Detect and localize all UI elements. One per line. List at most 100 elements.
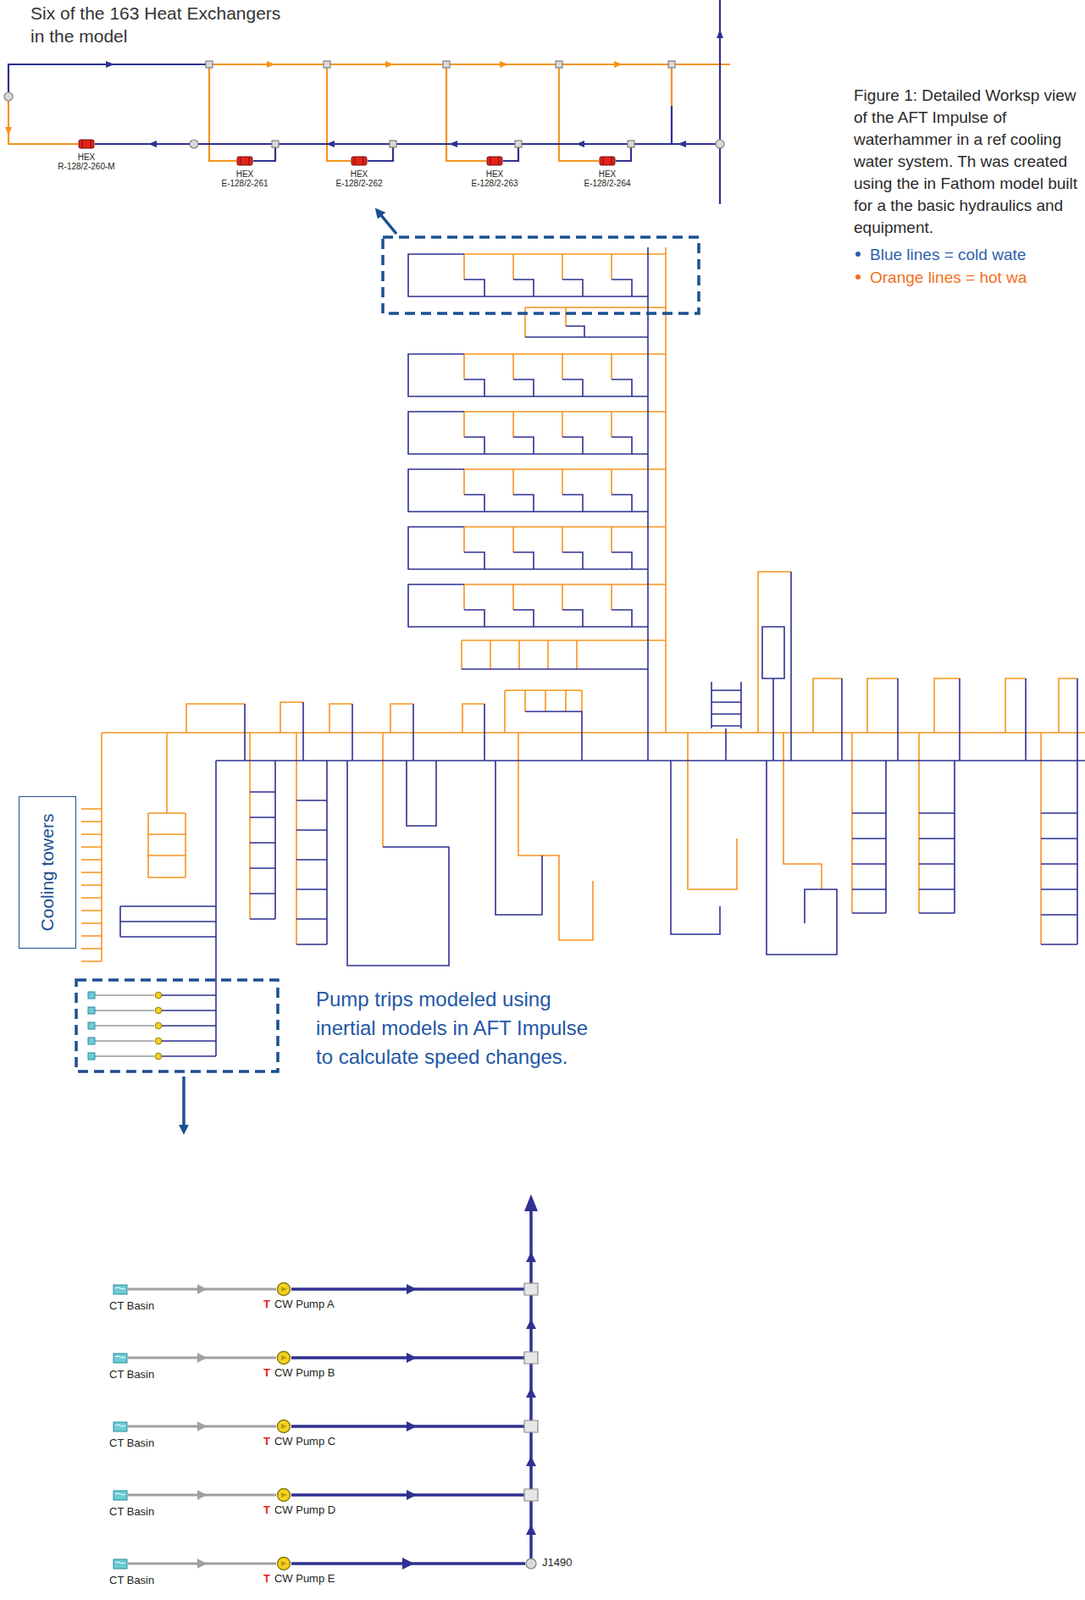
basin-water [115, 1424, 126, 1427]
pump-icon [276, 1555, 292, 1572]
pump-flow-arrows [524, 1194, 538, 1212]
cold-water-pipes [1040, 760, 1078, 945]
pump-casing [277, 1283, 291, 1296]
hot-water-pipes [525, 307, 666, 338]
inset-orange-pipes [8, 64, 731, 161]
hot-water-pipes [464, 584, 666, 610]
spacer [221, 166, 268, 170]
tower-basin: CT Basin [112, 1420, 128, 1433]
equipment-type: HEX [470, 169, 518, 179]
inset-junctions [323, 60, 331, 68]
legend-row: Orange lines = hot wa [855, 266, 1027, 289]
hot-water-pipes [518, 732, 593, 941]
hot-water-pipes [464, 411, 666, 438]
pump-icon [276, 1418, 292, 1434]
callout-arrows [380, 214, 397, 234]
exchanger-shell [599, 156, 615, 166]
hot-water-pipes [81, 808, 102, 962]
basin-icon [112, 1420, 128, 1433]
inset-junctions [627, 140, 635, 148]
inset-flow-arrows [5, 29, 724, 148]
cold-water-pipes [296, 760, 327, 945]
hot-water-pipes [464, 354, 666, 380]
basin-body [113, 1422, 128, 1432]
spacer [335, 166, 382, 170]
cold-water-pipes [918, 760, 955, 914]
legend-text: Orange lines = hot wa [869, 268, 1027, 287]
hot-water-pipes [664, 247, 667, 733]
equipment-tag: E-128/2-263 [470, 178, 518, 189]
mini-pumps [155, 991, 162, 999]
equipment-type: HEX [583, 169, 631, 179]
heat-exchanger: HEXE-128/2-262 [335, 155, 382, 189]
cw-pump: TCW Pump D [276, 1487, 292, 1503]
pipe-tee [524, 1420, 538, 1433]
inset-junctions [4, 92, 13, 101]
junction-icon [525, 1557, 537, 1570]
inset-junctions [514, 140, 522, 148]
mini-pumps [155, 1052, 162, 1060]
figure-caption: Figure 1: Detailed Worksp view of the AF… [853, 84, 1081, 239]
pump-flow-arrows [406, 1284, 417, 1501]
exchanger-band [603, 156, 612, 166]
cold-water-pipes [120, 247, 1085, 1057]
equipment-tag: R-128/2-260-M [57, 161, 115, 172]
node-label: TCW Pump E [263, 1572, 335, 1585]
cw-pump: TCW Pump E [276, 1555, 292, 1572]
exchanger-icon [236, 155, 254, 167]
cw-pump: TCW Pump A [276, 1281, 292, 1297]
basin-body [113, 1353, 128, 1363]
basin-water [115, 1493, 126, 1495]
callout-arrows [182, 1076, 186, 1127]
discharge-pipe [291, 1561, 526, 1566]
mini-basins [88, 991, 95, 999]
cold-water-pipes [408, 254, 648, 297]
mini-basins [88, 1052, 95, 1060]
inset-junctions [715, 139, 725, 149]
cold-water-pipes [408, 354, 648, 397]
mini-pumps [155, 1022, 162, 1030]
spacer [583, 166, 631, 170]
equipment-tag: E-128/2-262 [335, 178, 382, 189]
trip-flag: T [263, 1572, 271, 1585]
cw-pump: TCW Pump B [276, 1350, 292, 1366]
node-label: CT Basin [109, 1299, 155, 1312]
equipment-tag: E-128/2-261 [221, 178, 268, 189]
cold-water-pipes [347, 760, 449, 966]
pump-name: CW Pump A [274, 1297, 335, 1311]
legend-bullet [855, 274, 861, 280]
mini-pumps [155, 1007, 162, 1014]
callout-boxes [76, 237, 699, 1072]
exchanger-icon [598, 155, 616, 167]
inset-junctions [442, 60, 450, 68]
basin-body [113, 1284, 128, 1295]
cold-water-pipes [161, 995, 216, 1057]
suction-pipe [127, 1288, 277, 1291]
inset-junctions [555, 60, 563, 68]
suction-pipe [127, 1562, 277, 1566]
basin-body [113, 1490, 128, 1501]
hot-water-pipes [186, 702, 485, 733]
pump-name: CW Pump E [274, 1572, 336, 1585]
hot-water-pipes [148, 732, 186, 878]
hot-water-pipes [687, 732, 737, 890]
hot-water-pipes [464, 254, 666, 280]
cold-water-pipes [215, 760, 217, 1057]
hot-water-pipes [249, 732, 1041, 945]
pump-flow-arrows [406, 1194, 538, 1535]
exchanger-icon [486, 155, 504, 167]
mini-basins [88, 991, 95, 1060]
inset-junctions [4, 60, 725, 149]
pump-name: CW Pump B [274, 1366, 336, 1379]
pump-icon [276, 1281, 292, 1297]
spacer [470, 166, 518, 170]
mini-basins [88, 1007, 95, 1014]
cold-water-pipes [852, 760, 886, 914]
heat-exchanger: HEXR-128/2-260-M [57, 138, 115, 172]
mini-suction-lines [94, 995, 155, 1057]
basin-icon [112, 1557, 128, 1570]
inset-callout: Six of the 163 Heat Exchangers in the mo… [30, 1, 298, 48]
inset-blue-pipes [8, 0, 720, 205]
equipment-type: HEX [335, 169, 382, 179]
